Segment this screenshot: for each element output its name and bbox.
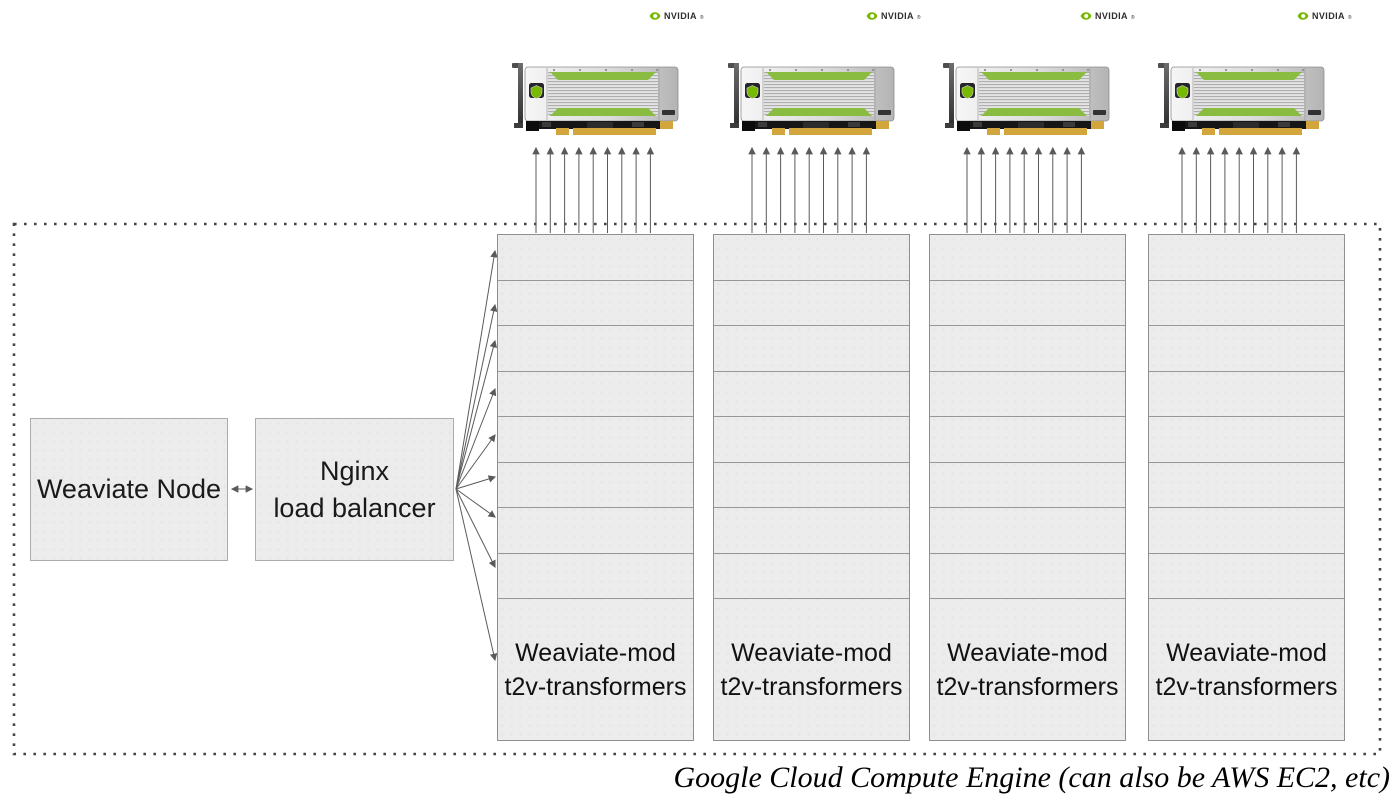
transformer-label-line1: Weaviate-mod: [1166, 638, 1327, 667]
transformer-replica-cell: [714, 463, 909, 508]
transformer-label-line1: Weaviate-mod: [515, 638, 676, 667]
nginx-label-line1: Nginx: [319, 455, 390, 486]
registered-mark: ®: [1347, 15, 1352, 21]
transformer-replica-cell: [498, 372, 693, 417]
transformer-replica-cell: [714, 235, 909, 281]
transformer-replica-cell: [714, 281, 909, 326]
registered-mark: ®: [699, 15, 704, 21]
transformer-replica-cell: [930, 508, 1125, 554]
transformer-replica-cell: [930, 463, 1125, 508]
transformer-replica-cell: [1149, 508, 1344, 554]
transformer-label-line1: Weaviate-mod: [731, 638, 892, 667]
nvidia-logo: NVIDIA ®: [1297, 9, 1352, 23]
lb-fanout-arrow: [455, 434, 496, 490]
registered-mark: ®: [916, 15, 921, 21]
transformer-replica-cell: [498, 508, 693, 554]
weaviate-node-box: Weaviate Node: [30, 418, 228, 561]
transformer-label-cell: Weaviate-mod t2v-transformers: [714, 599, 909, 740]
transformer-replica-cell: [498, 326, 693, 372]
transformer-replica-cell: [498, 281, 693, 326]
transformer-replica-cell: [714, 372, 909, 417]
lb-fanout-arrow: [455, 387, 497, 490]
transformer-replica-cell: [930, 372, 1125, 417]
compute-engine-caption: Google Cloud Compute Engine (can also be…: [673, 761, 1390, 794]
transformer-label-line2: t2v-transformers: [720, 672, 903, 701]
transformer-column-2: Weaviate-mod t2v-transformers: [713, 234, 910, 741]
transformer-label-line2: t2v-transformers: [1155, 672, 1338, 701]
nginx-load-balancer-box: Nginx load balancer: [255, 418, 454, 561]
lb-fanout-arrow: [455, 488, 496, 518]
nvidia-eye-icon: [1080, 12, 1092, 20]
transformer-label-cell: Weaviate-mod t2v-transformers: [498, 599, 693, 740]
transformer-replica-cell: [1149, 417, 1344, 463]
gpu-card: [1158, 62, 1325, 136]
nvidia-wordmark: NVIDIA: [1095, 11, 1128, 21]
transformer-replica-cell: [930, 235, 1125, 281]
lb-fanout-arrow: [455, 303, 498, 490]
transformer-label-line2: t2v-transformers: [504, 672, 687, 701]
nvidia-eye-icon: [1297, 12, 1309, 20]
transformer-replica-cell: [1149, 235, 1344, 281]
transformer-replica-cell: [714, 508, 909, 554]
transformer-replica-cell: [1149, 326, 1344, 372]
transformer-replica-cell: [930, 326, 1125, 372]
transformer-column-1: Weaviate-mod t2v-transformers: [497, 234, 694, 741]
weaviate-node-label: Weaviate Node: [36, 474, 222, 504]
lb-fanout-arrow: [455, 488, 496, 569]
transformer-label-line1: Weaviate-mod: [947, 638, 1108, 667]
nvidia-logo: NVIDIA ®: [866, 9, 921, 23]
transformer-replica-cell: [1149, 554, 1344, 599]
transformer-replica-cell: [498, 463, 693, 508]
transformer-replica-cell: [930, 417, 1125, 463]
nginx-label-line2: load balancer: [273, 492, 436, 523]
transformer-replica-cell: [714, 554, 909, 599]
gpu-card: [943, 62, 1110, 136]
lb-fanout-arrow: [455, 488, 498, 662]
nvidia-wordmark: NVIDIA: [1312, 11, 1345, 21]
nvidia-logo: NVIDIA ®: [1080, 9, 1135, 23]
gpu-card: [512, 62, 679, 136]
transformer-column-4: Weaviate-mod t2v-transformers: [1148, 234, 1345, 741]
nvidia-wordmark: NVIDIA: [664, 11, 697, 21]
transformer-replica-cell: [1149, 281, 1344, 326]
transformer-label-cell: Weaviate-mod t2v-transformers: [930, 599, 1125, 740]
transformer-replica-cell: [930, 281, 1125, 326]
lb-fanout-arrow: [455, 249, 498, 490]
transformer-replica-cell: [498, 235, 693, 281]
compute-engine-boundary: [12, 222, 1382, 756]
transformer-replica-cell: [714, 326, 909, 372]
transformer-replica-cell: [714, 417, 909, 463]
transformer-replica-cell: [498, 417, 693, 463]
transformer-replica-cell: [498, 554, 693, 599]
transformer-replica-cell: [1149, 463, 1344, 508]
nvidia-eye-icon: [649, 12, 661, 20]
registered-mark: ®: [1130, 15, 1135, 21]
transformer-column-3: Weaviate-mod t2v-transformers: [929, 234, 1126, 741]
transformer-label-line2: t2v-transformers: [936, 672, 1119, 701]
nvidia-logo: NVIDIA ®: [649, 9, 704, 23]
gpu-card: [728, 62, 895, 136]
lb-fanout-arrow: [455, 339, 498, 490]
transformer-label-cell: Weaviate-mod t2v-transformers: [1149, 599, 1344, 740]
transformer-replica-cell: [930, 554, 1125, 599]
lb-fanout-arrow: [455, 475, 497, 490]
nvidia-eye-icon: [866, 12, 878, 20]
transformer-replica-cell: [1149, 372, 1344, 417]
nvidia-wordmark: NVIDIA: [881, 11, 914, 21]
